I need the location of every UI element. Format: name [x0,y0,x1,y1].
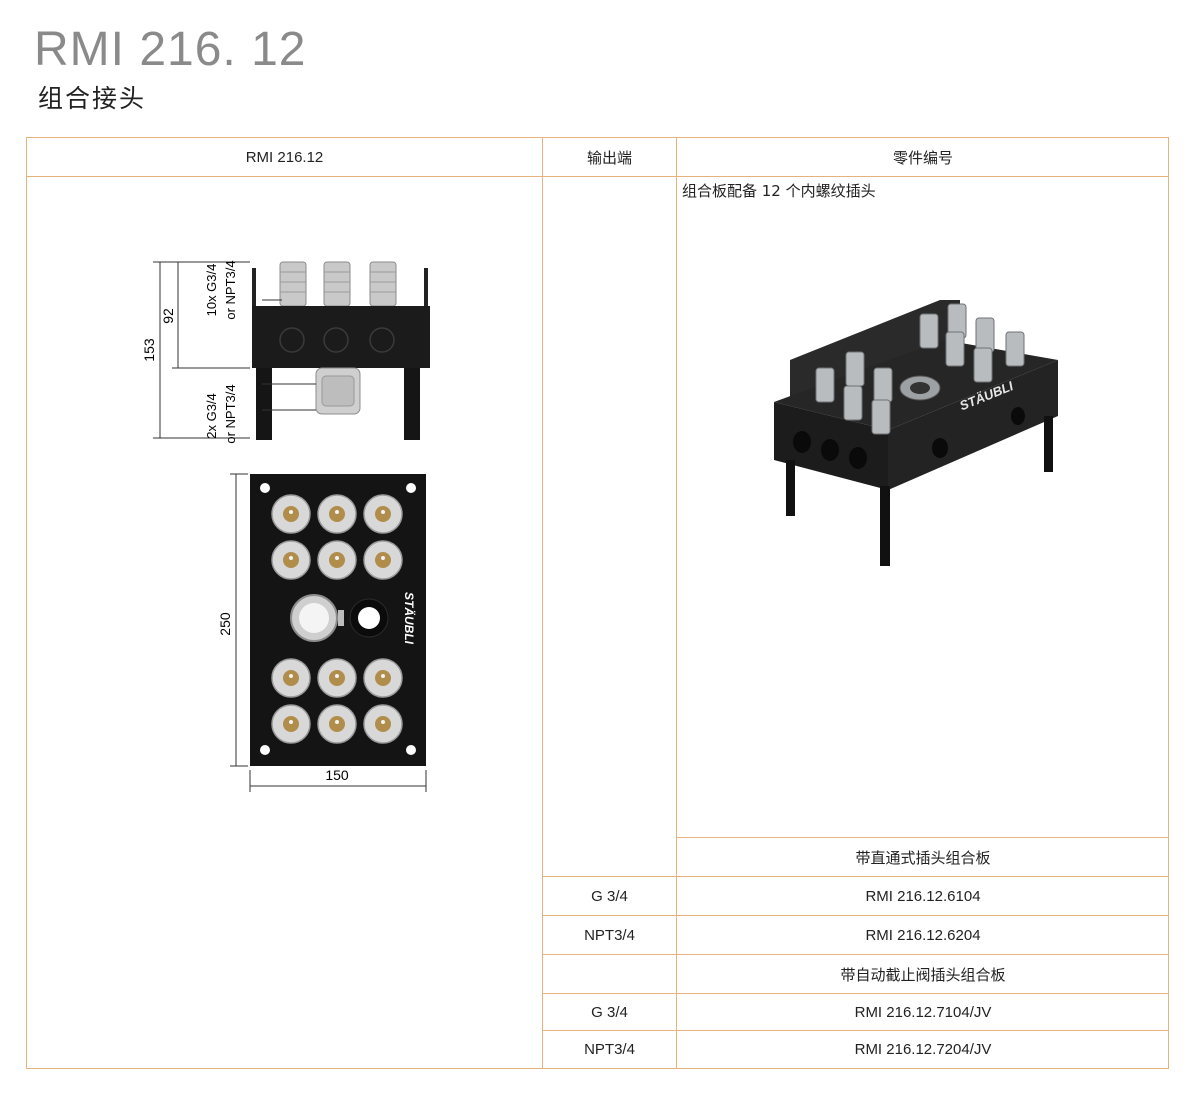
column-divider [676,137,677,1069]
group-label: 带直通式插头组合板 [855,848,991,867]
row-divider [542,993,1169,994]
label-top-thread-alt: or NPT3/4 [223,260,238,319]
dimension-150: 150 [325,767,349,783]
output-cell: NPT3/4 [584,1041,635,1058]
group-label: 带自动截止阀插头组合板 [840,965,1006,984]
label-bottom-thread: 2x G3/4 [204,393,219,439]
row-divider [676,837,1169,838]
product-description: 组合板配备 12 个内螺纹插头 [682,182,876,200]
row-divider [542,876,1169,877]
product-photo: STÄUBLI [774,300,1058,566]
row-divider [542,1030,1169,1031]
page-title: RMI 216. 12 [34,23,307,76]
part-number-cell: RMI 216.12.7104/JV [854,1003,992,1021]
column-header-part-number: 零件编号 [892,148,953,167]
spec-table [26,137,1169,1069]
row-divider [542,954,1169,955]
dimension-92: 92 [160,308,176,324]
drawing-brand-logo: STÄUBLI [402,592,417,645]
part-number-cell: RMI 216.12.7204/JV [854,1041,992,1058]
top-view: STÄUBLI [250,474,426,766]
output-cell: G 3/4 [591,1003,628,1021]
technical-drawing: 153 92 10x G3/4 or NPT3/4 2x G3/4 or NPT… [141,260,430,792]
header-divider [26,176,1169,177]
column-header-output: 输出端 [586,148,632,167]
dimension-250: 250 [217,612,233,636]
dimension-153: 153 [141,338,157,362]
column-header-model: RMI 216.12 [245,148,324,166]
label-top-thread: 10x G3/4 [204,264,219,317]
column-divider [542,137,543,1069]
side-view [252,261,430,440]
output-cell: NPT3/4 [584,926,635,944]
output-cell: G 3/4 [591,887,628,905]
part-number-cell: RMI 216.12.6204 [865,926,981,944]
part-number-cell: RMI 216.12.6104 [865,887,981,905]
row-divider [542,915,1169,916]
label-bottom-thread-alt: or NPT3/4 [223,384,238,443]
page-subtitle: 组合接头 [38,84,147,113]
